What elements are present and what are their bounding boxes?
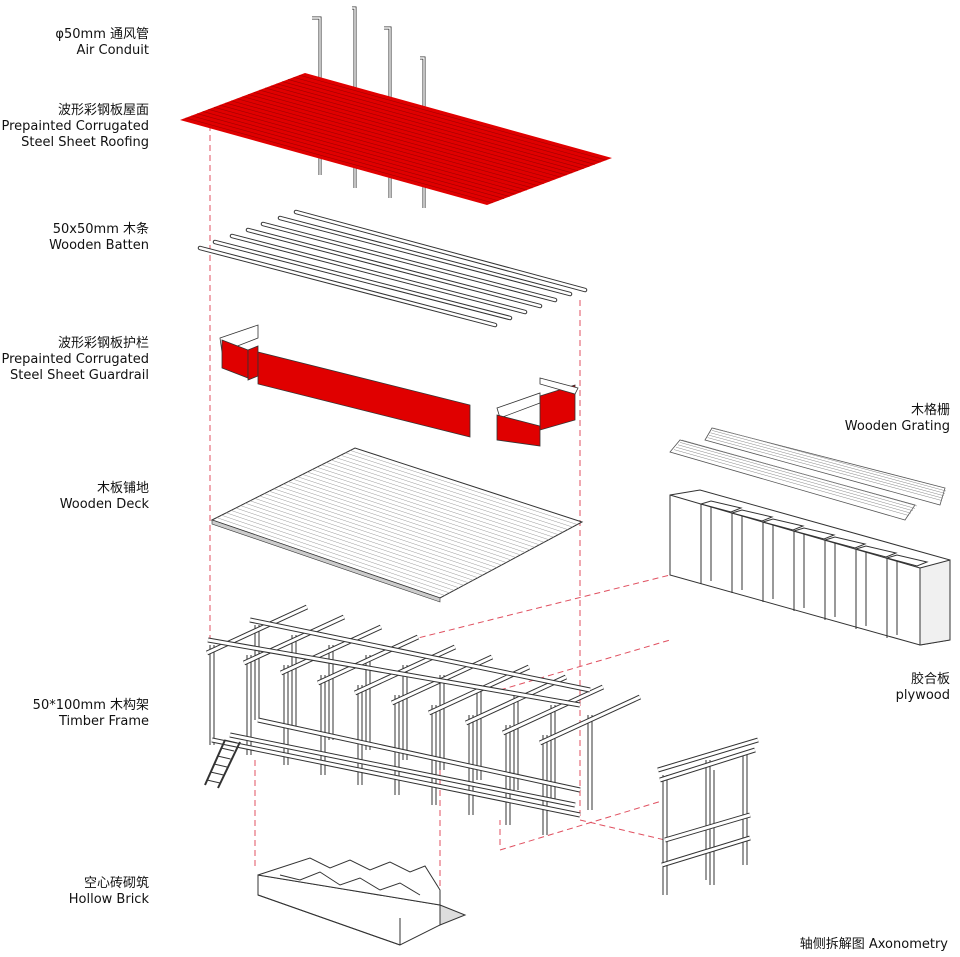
label-en: Wooden Deck (59, 497, 149, 512)
timber-frame (204, 604, 642, 835)
label-cn: 空心砖砌筑 (83, 876, 149, 891)
label-deck: 木板铺地 Wooden Deck (0, 481, 149, 513)
label-en: Wooden Batten (49, 238, 149, 253)
label-en: Hollow Brick (68, 892, 149, 907)
label-cn: 波形彩钢板屋面 (57, 103, 149, 118)
label-brick: 空心砖砌筑 Hollow Brick (0, 876, 149, 908)
label-cn: 胶合板 (910, 672, 950, 687)
wooden-deck (210, 447, 584, 603)
plywood-panels (669, 489, 951, 646)
label-en: Air Conduit (76, 43, 149, 58)
label-en: Steel Sheet Roofing (21, 135, 149, 150)
corrugated-roof (180, 73, 612, 205)
timber-frame-detail (657, 737, 759, 895)
label-cn: 50*100mm 木构架 (32, 698, 149, 713)
label-en: plywood (895, 688, 950, 703)
label-cn: 波形彩钢板护栏 (57, 336, 149, 351)
label-en: Timber Frame (58, 714, 149, 729)
label-cn: φ50mm 通风管 (55, 27, 149, 42)
hollow-brick (257, 857, 467, 946)
label-plywood: 胶合板 plywood (896, 672, 950, 704)
label-en: Prepainted Corrugated (1, 119, 149, 134)
label-grating: 木格栅 Wooden Grating (845, 403, 950, 435)
caption: 轴侧拆解图 Axonometry (799, 937, 948, 952)
label-en: Wooden Grating (844, 419, 950, 434)
corrugated-guardrail (219, 324, 579, 447)
label-guardrail: 波形彩钢板护栏 Prepainted Corrugated Steel Shee… (0, 336, 149, 384)
label-air-conduit: φ50mm 通风管 Air Conduit (0, 27, 149, 59)
label-frame: 50*100mm 木构架 Timber Frame (0, 698, 149, 730)
label-roofing: 波形彩钢板屋面 Prepainted Corrugated Steel Shee… (0, 103, 149, 151)
label-batten: 50x50mm 木条 Wooden Batten (0, 222, 149, 254)
label-en: Steel Sheet Guardrail (10, 368, 149, 383)
label-cn: 50x50mm 木条 (52, 222, 149, 237)
label-en: Prepainted Corrugated (1, 352, 149, 367)
label-cn: 木板铺地 (96, 481, 149, 496)
label-cn: 木格栅 (910, 403, 950, 418)
wooden-grating (669, 427, 947, 521)
